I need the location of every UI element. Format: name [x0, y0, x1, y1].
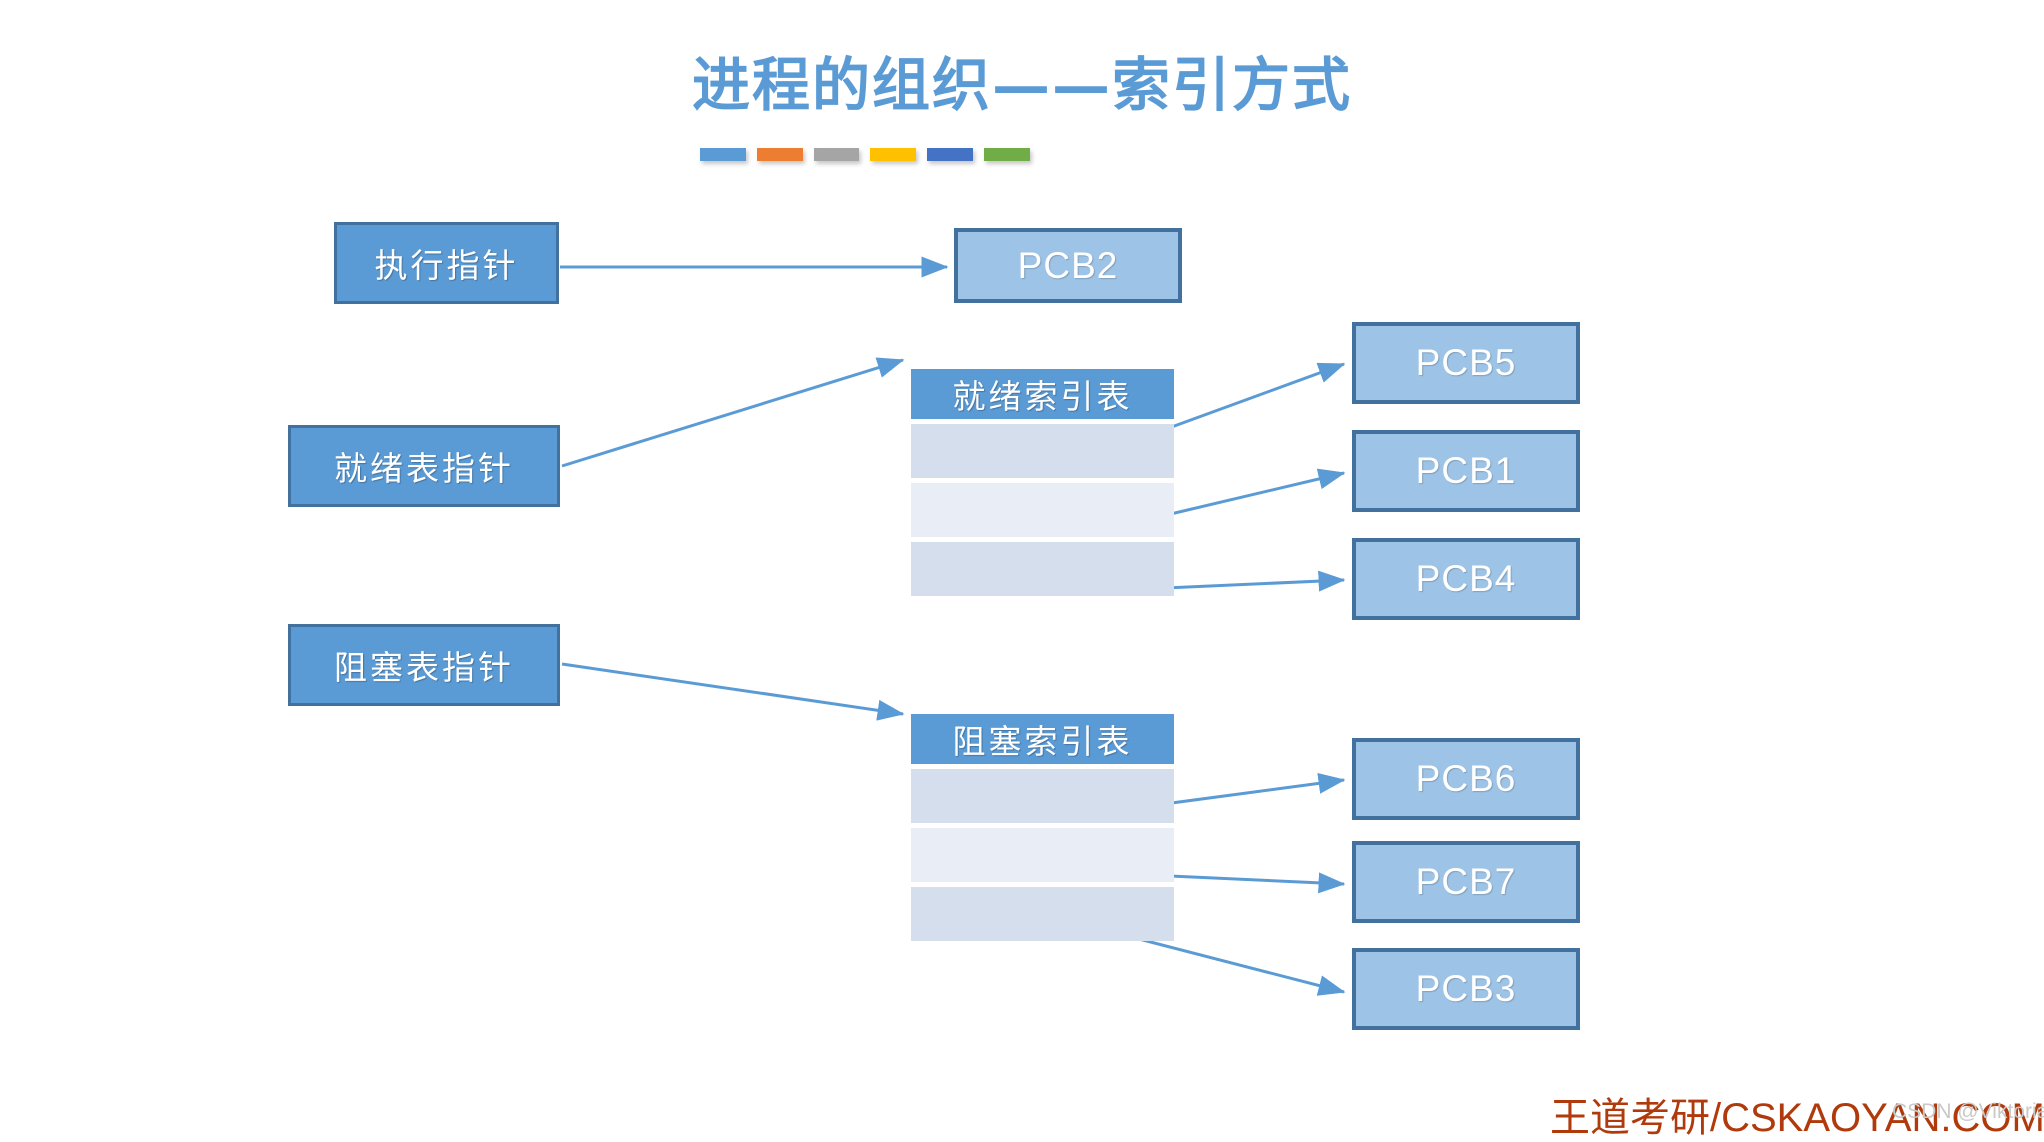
blocked-index-table-row[interactable] — [911, 828, 1174, 882]
page-title: 进程的组织——索引方式 — [691, 51, 1352, 119]
connector-blocked-pointer-to-table — [561, 662, 905, 721]
accent-bar-gray — [813, 148, 860, 161]
pcb-block-pcb7[interactable]: PCB7 — [1352, 841, 1580, 923]
ready-index-table-row[interactable] — [911, 424, 1174, 478]
footer-brand: 王道考研/CSKAOYAN.COM — [1550, 1096, 2044, 1140]
pcb-block-pcb6[interactable]: PCB6 — [1352, 738, 1580, 820]
accent-bar-green — [984, 148, 1030, 161]
ready-index-table-row[interactable] — [911, 483, 1174, 537]
pointer-box-blocked[interactable]: 阻塞表指针 — [288, 624, 560, 706]
ready-index-table: 就绪索引表 — [911, 369, 1174, 596]
blocked-index-table-row[interactable] — [911, 769, 1174, 823]
accent-bar-yellow — [870, 148, 917, 161]
accent-bar-orange — [756, 148, 803, 161]
pointer-box-ready[interactable]: 就绪表指针 — [288, 425, 560, 507]
pcb-block-pcb1[interactable]: PCB1 — [1352, 430, 1580, 512]
accent-bar-indigo — [927, 148, 974, 161]
accent-bar-strip — [700, 148, 1030, 161]
pointer-box-exec[interactable]: 执行指针 — [334, 222, 559, 304]
blocked-index-table: 阻塞索引表 — [911, 714, 1174, 941]
footer-watermark: CSDN @Viktoriae — [1892, 1100, 2044, 1123]
accent-bar-blue — [700, 148, 746, 161]
ready-index-table-header: 就绪索引表 — [911, 369, 1174, 419]
blocked-index-table-row[interactable] — [911, 887, 1174, 941]
pcb-block-pcb5[interactable]: PCB5 — [1352, 322, 1580, 404]
blocked-index-table-header: 阻塞索引表 — [911, 714, 1174, 764]
connector-ready-pointer-to-table — [561, 357, 905, 468]
pcb-block-pcb4[interactable]: PCB4 — [1352, 538, 1580, 620]
pcb-block-pcb2[interactable]: PCB2 — [954, 228, 1182, 303]
ready-index-table-row[interactable] — [911, 542, 1174, 596]
pcb-block-pcb3[interactable]: PCB3 — [1352, 948, 1580, 1030]
